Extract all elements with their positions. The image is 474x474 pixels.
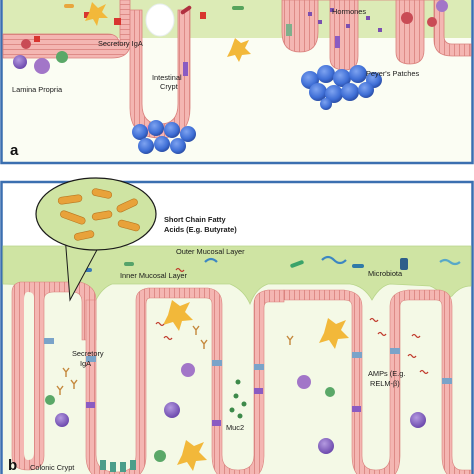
label-secretory-iga-b-1: Secretory <box>72 349 104 358</box>
label-scfa-1: Short Chain Fatty <box>164 215 226 224</box>
scfa-callout <box>35 177 157 302</box>
t-cell <box>45 395 55 405</box>
label-lamina-propria: Lamina Propria <box>12 85 63 94</box>
panel-a-epithelium-right <box>281 0 472 71</box>
label-scfa-2: Acids (E.g. Butyrate) <box>164 225 237 234</box>
label-secretory-iga-a: Secretory IgA <box>98 39 143 48</box>
bacterium <box>321 255 347 265</box>
iga-molecules <box>308 8 382 32</box>
label-hormones: Hormones <box>332 7 366 16</box>
butyrate-rods <box>57 188 140 241</box>
bacterium <box>204 257 218 263</box>
iga-complex <box>34 36 40 42</box>
label-outer-mucosal-layer: Outer Mucosal Layer <box>176 247 245 256</box>
label-muc2: Muc2 <box>226 423 244 432</box>
label-intestinal-crypt-2: Crypt <box>160 82 178 91</box>
t-cell <box>154 450 166 462</box>
label-colonic-crypt: Colonic Crypt <box>30 463 74 472</box>
amp-peptides <box>155 267 429 375</box>
bacterium <box>124 262 134 266</box>
panel-a-epithelium-left <box>2 0 131 59</box>
dendritic-cell <box>163 300 193 331</box>
label-amps-1: AMPs (E.g. <box>368 369 405 378</box>
bacterium <box>180 5 192 15</box>
macrophage <box>55 413 69 427</box>
plasma-cell <box>297 375 311 389</box>
plasma-cell <box>436 0 448 12</box>
macrophage <box>13 55 27 69</box>
bacterium <box>439 258 461 266</box>
dendritic-cell <box>85 2 108 26</box>
iga-complex <box>114 18 121 25</box>
t-cell <box>325 387 335 397</box>
t-cell <box>56 51 68 63</box>
iga-antibodies <box>56 325 294 395</box>
label-amps-2: RELM-β) <box>370 379 400 388</box>
neutrophil <box>21 39 31 49</box>
plasma-cell <box>181 363 195 377</box>
muc2-granules <box>229 379 247 419</box>
peyers-patch-cluster <box>301 65 382 110</box>
macrophage <box>410 412 426 428</box>
panel-a-letter: a <box>10 142 19 159</box>
label-inner-mucosal-layer: Inner Mucosal Layer <box>120 271 187 280</box>
goblet-cell <box>286 24 292 36</box>
panel-a: Secretory IgA Lamina Propria Intestinal … <box>0 0 474 165</box>
label-peyers-patches: Peyer's Patches <box>366 69 419 78</box>
neutrophil <box>401 12 413 24</box>
macrophage <box>164 402 180 418</box>
goblet-cells <box>44 338 452 384</box>
dendritic-cell <box>319 318 349 349</box>
macrophage <box>318 438 334 454</box>
bacterium <box>64 4 74 8</box>
enteroendocrine-cell <box>335 36 340 48</box>
bacterium <box>352 264 364 268</box>
label-microbiota: Microbiota <box>368 269 403 278</box>
label-intestinal-crypt-1: Intestinal <box>152 73 182 82</box>
neutrophil <box>427 17 437 27</box>
panel-b-letter: b <box>8 457 17 474</box>
bacterium <box>400 258 408 270</box>
dendritic-cell <box>227 38 251 62</box>
panel-b: Short Chain Fatty Acids (E.g. Butyrate) … <box>0 177 474 474</box>
bacterium <box>290 260 304 268</box>
label-secretory-iga-b-2: IgA <box>80 359 91 368</box>
stem-cells <box>100 460 136 472</box>
lymphoid-follicle <box>132 120 196 154</box>
plasma-cell <box>34 58 50 74</box>
enteroendocrine-cell <box>183 62 188 76</box>
bacterium <box>232 6 244 10</box>
dendritic-cell <box>177 440 207 471</box>
enteroendocrine-cells <box>86 388 361 426</box>
iga-complex <box>200 12 206 19</box>
colonic-epithelium <box>11 281 472 474</box>
crypt-lumen <box>145 3 175 37</box>
